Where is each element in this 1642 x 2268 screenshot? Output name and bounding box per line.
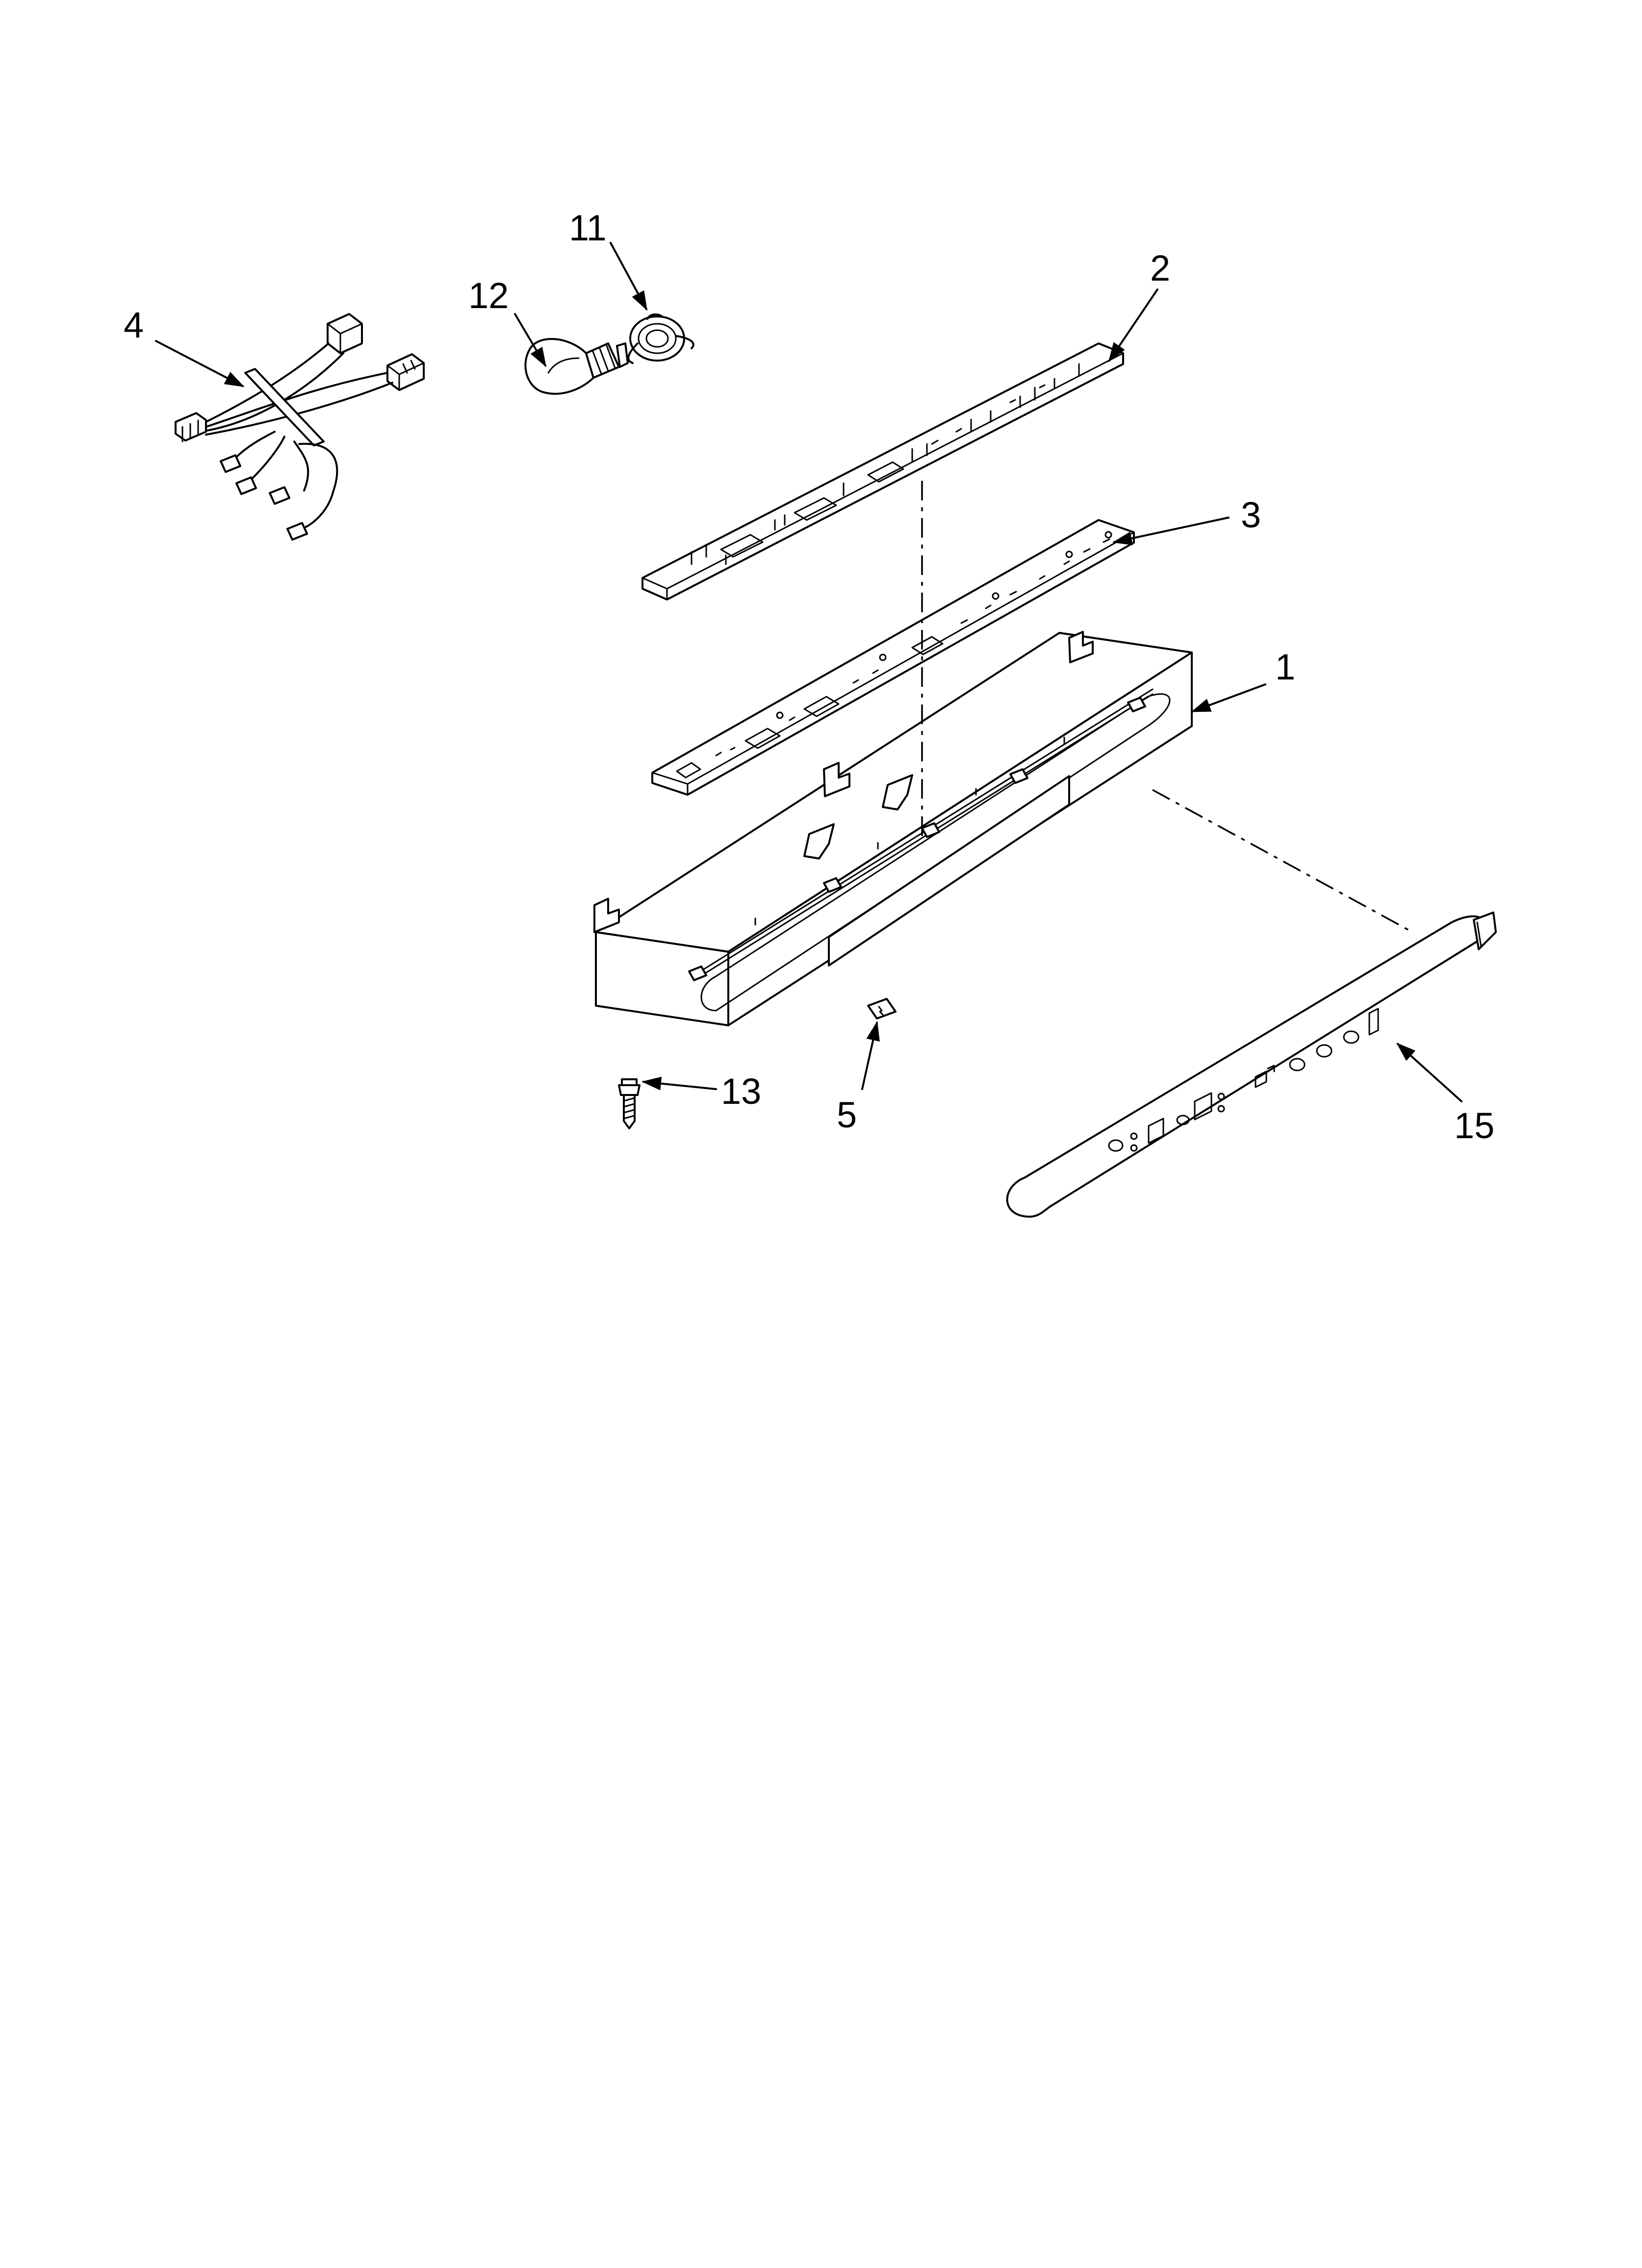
callout-2: 2 bbox=[1150, 248, 1170, 288]
control-board-lower-part bbox=[651, 519, 1135, 796]
callout-5: 5 bbox=[837, 1095, 857, 1135]
leader-arrow-1 bbox=[1191, 683, 1266, 712]
control-housing-part bbox=[593, 631, 1193, 1026]
callout-13: 13 bbox=[721, 1071, 761, 1112]
leader-arrow-12 bbox=[514, 313, 547, 367]
label-part bbox=[867, 998, 897, 1019]
screw-part bbox=[618, 1078, 641, 1129]
leader-arrow-4 bbox=[155, 340, 245, 387]
callout-4: 4 bbox=[124, 305, 144, 345]
callout-11: 11 bbox=[569, 208, 607, 248]
alignment-line-diagonal bbox=[1152, 789, 1413, 933]
callout-1: 1 bbox=[1275, 647, 1295, 687]
wire-harness-part bbox=[175, 313, 425, 541]
leader-arrow-3 bbox=[1112, 517, 1230, 546]
leader-arrow-15 bbox=[1396, 1043, 1462, 1102]
leader-arrow-13 bbox=[641, 1076, 717, 1091]
callout-15: 15 bbox=[1454, 1105, 1494, 1146]
front-trim-part bbox=[1006, 912, 1497, 1218]
leader-arrow-2 bbox=[1108, 288, 1158, 363]
lamp-socket-part bbox=[627, 313, 694, 364]
callout-12: 12 bbox=[468, 275, 509, 316]
control-board-upper-part bbox=[641, 342, 1124, 600]
callout-3: 3 bbox=[1241, 495, 1261, 535]
light-bulb-part bbox=[524, 338, 629, 395]
leader-arrow-5 bbox=[861, 1021, 880, 1090]
leader-arrow-11 bbox=[610, 242, 647, 311]
